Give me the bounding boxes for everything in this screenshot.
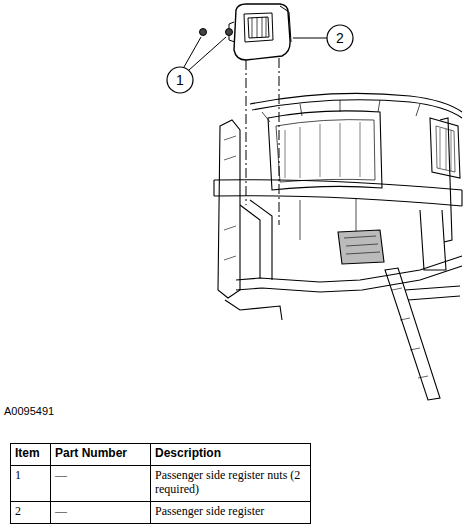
callout-circle: 2 bbox=[326, 24, 354, 52]
table-cell: 1 bbox=[10, 465, 51, 502]
leader-line bbox=[184, 37, 201, 67]
callout-circle: 1 bbox=[166, 66, 194, 94]
instrument-panel bbox=[214, 93, 462, 400]
table-cell: 2 bbox=[10, 501, 51, 524]
table-cell: Item bbox=[10, 443, 51, 466]
figure-id: A0095491 bbox=[4, 405, 54, 417]
table-cell: Description bbox=[150, 443, 311, 466]
table-text: — bbox=[55, 468, 146, 482]
table-cell: — bbox=[50, 501, 151, 524]
table-header: Description bbox=[155, 446, 306, 460]
callout-number: 1 bbox=[166, 72, 194, 88]
register bbox=[229, 4, 291, 60]
table-text: 1 bbox=[15, 468, 46, 482]
register-nuts bbox=[200, 29, 233, 36]
alignment-line bbox=[279, 58, 280, 225]
table-text: Passenger side register nuts (2 required… bbox=[155, 468, 306, 497]
table-cell: Passenger side register nuts (2 required… bbox=[150, 465, 311, 502]
callout-number: 2 bbox=[326, 30, 354, 46]
table-text: — bbox=[55, 504, 146, 518]
table-text: Passenger side register bbox=[155, 504, 306, 518]
leader-line bbox=[293, 38, 327, 39]
table-cell: Passenger side register bbox=[150, 501, 311, 524]
table-header: Part Number bbox=[55, 446, 146, 460]
table-header: Item bbox=[15, 446, 46, 460]
table-cell: Part Number bbox=[50, 443, 151, 466]
table-text: 2 bbox=[15, 504, 46, 518]
leader-line bbox=[189, 37, 226, 70]
table-cell: — bbox=[50, 465, 151, 502]
alignment-line bbox=[246, 60, 247, 205]
